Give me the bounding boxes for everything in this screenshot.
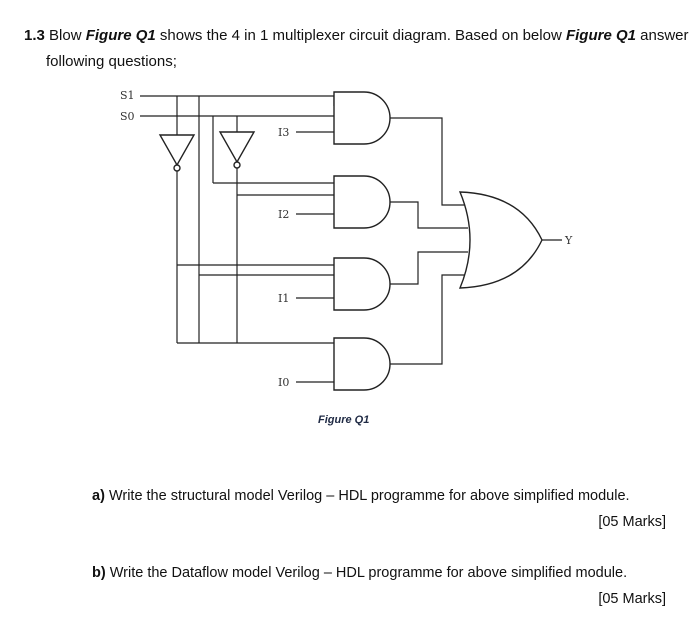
i0-label: I0	[278, 376, 289, 389]
part-b: b) Write the Dataflow model Verilog – HD…	[92, 563, 627, 583]
gate1-output	[390, 251, 468, 285]
figure-reference: Figure Q1	[85, 27, 156, 44]
i2-label: I2	[278, 208, 289, 221]
and-gate-2	[333, 175, 391, 229]
s1-inverter-bubble	[173, 164, 181, 172]
question-end: answer	[640, 27, 689, 44]
s0-label: S0	[120, 110, 135, 123]
s1-inverter	[158, 134, 196, 167]
s0-inverter	[218, 131, 256, 164]
question-text: 1.3 Blow Figure Q1 shows the 4 in 1 mult…	[24, 26, 689, 46]
question-line-2: following questions;	[46, 53, 177, 70]
i1-label: I1	[278, 292, 289, 305]
and-gate-3	[333, 91, 391, 145]
part-a-marks: [05 Marks]	[598, 514, 666, 530]
figure-caption: Figure Q1	[318, 414, 370, 426]
part-a-text: Write the structural model Verilog – HDL…	[108, 488, 630, 504]
figure-reference-2: Figure Q1	[565, 27, 636, 44]
gate0-output	[390, 274, 468, 365]
gate3-output	[390, 117, 468, 206]
and-gate-1	[333, 257, 391, 311]
and-gate-0	[333, 337, 391, 391]
y-label: Y	[564, 234, 573, 247]
question-word: Blow	[49, 27, 82, 44]
part-b-label: b)	[92, 565, 106, 581]
s1-label: S1	[120, 89, 135, 102]
part-b-marks: [05 Marks]	[598, 591, 666, 607]
question-number: 1.3	[24, 27, 45, 44]
or-gate	[458, 191, 543, 289]
i3-label: I3	[278, 126, 289, 139]
gate2-output	[390, 201, 468, 229]
s0-inverter-bubble	[233, 161, 241, 169]
part-b-text: Write the Dataflow model Verilog – HDL p…	[109, 565, 628, 581]
part-a: a) Write the structural model Verilog – …	[92, 486, 630, 506]
part-a-label: a)	[92, 488, 105, 504]
question-middle: shows the 4 in 1 multiplexer circuit dia…	[159, 27, 562, 44]
